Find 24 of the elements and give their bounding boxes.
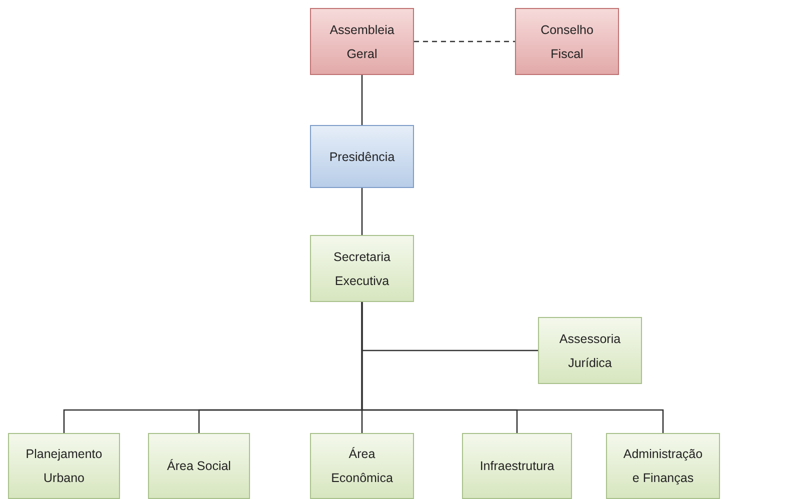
org-box <box>148 433 250 499</box>
box-label: Secretaria Executiva <box>332 248 392 290</box>
org-box <box>310 125 414 188</box>
org-box <box>462 433 572 499</box>
connector-line <box>361 188 363 235</box>
box-label: Presidência <box>329 148 395 166</box>
connector-line <box>361 75 363 125</box>
box-label: Administração e Finanças <box>622 446 704 487</box>
org-box <box>538 317 642 384</box>
box-label: Área Social <box>167 458 231 475</box>
box-label: Área Econômica <box>330 446 394 487</box>
org-box <box>310 8 414 75</box>
connector-line <box>414 40 515 42</box>
org-box <box>515 8 619 75</box>
box-label: Planejamento Urbano <box>24 446 104 487</box>
org-box <box>310 235 414 302</box>
org-box <box>310 433 414 499</box>
org-box <box>8 433 120 499</box>
org-box <box>606 433 720 499</box>
box-label: Assessoria Jurídica <box>558 330 622 372</box>
box-label: Assembleia Geral <box>328 22 396 62</box>
box-label: Infraestrutura <box>480 458 554 475</box>
box-label: Conselho Fiscal <box>540 22 594 62</box>
connector-line <box>361 302 664 433</box>
